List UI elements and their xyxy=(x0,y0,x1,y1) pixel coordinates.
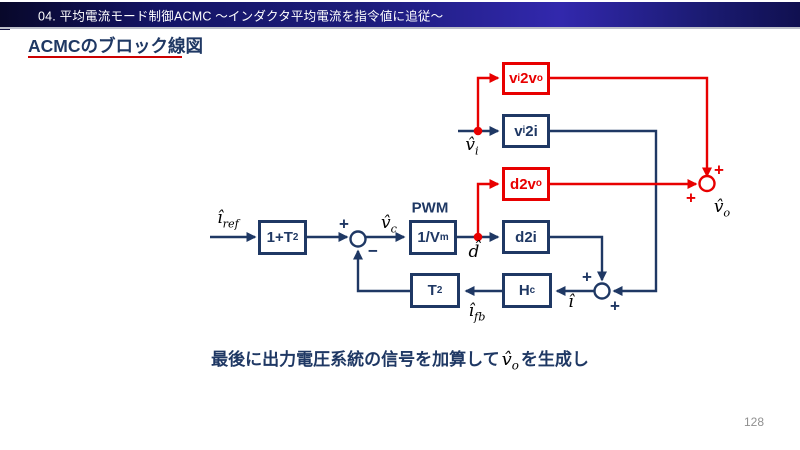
page-title: ACMCのブロック線図 xyxy=(28,36,203,56)
block-d2i: d2i xyxy=(502,220,550,254)
branch-dot-vi xyxy=(473,126,483,136)
label-i-hat: î xyxy=(568,292,574,312)
sum-node-output-voltage xyxy=(698,174,716,193)
sign-current-plus-bottom: + xyxy=(610,296,620,316)
footer-message-pre: 最後に出力電圧系統の信号を加算して xyxy=(211,350,500,369)
label-v-o: v̂o xyxy=(713,197,731,220)
sign-voltage-plus-bottom: + xyxy=(686,188,696,208)
sign-error-plus: + xyxy=(339,214,349,234)
sign-current-plus-top: + xyxy=(582,267,592,287)
footer-message-post: を生成し xyxy=(520,350,589,369)
header-bar: 04. 平均電流モード制御ACMC ～インダクタ平均電流を指令値に追従～ xyxy=(0,2,800,29)
label-i-ref: îref xyxy=(217,208,239,231)
page-number: 128 xyxy=(743,415,764,429)
label-v-c: v̂c xyxy=(381,213,397,236)
sign-voltage-plus-top: + xyxy=(714,160,724,180)
branch-dot-d xyxy=(473,232,483,242)
pwm-label: PWM xyxy=(411,199,449,217)
red-wires xyxy=(476,73,712,237)
label-v-i: v̂i xyxy=(465,135,479,158)
sign-error-minus: − xyxy=(368,241,378,261)
sum-node-error xyxy=(349,230,367,248)
footer-message-math: v̂o xyxy=(501,349,519,373)
page-title-underline xyxy=(28,56,182,58)
label-d-hat: d̂ xyxy=(468,242,480,262)
sum-node-current xyxy=(593,282,611,300)
label-i-fb: îfb xyxy=(468,301,486,324)
header-title: 04. 平均電流モード制御ACMC ～インダクタ平均電流を指令値に追従～ xyxy=(38,9,444,23)
